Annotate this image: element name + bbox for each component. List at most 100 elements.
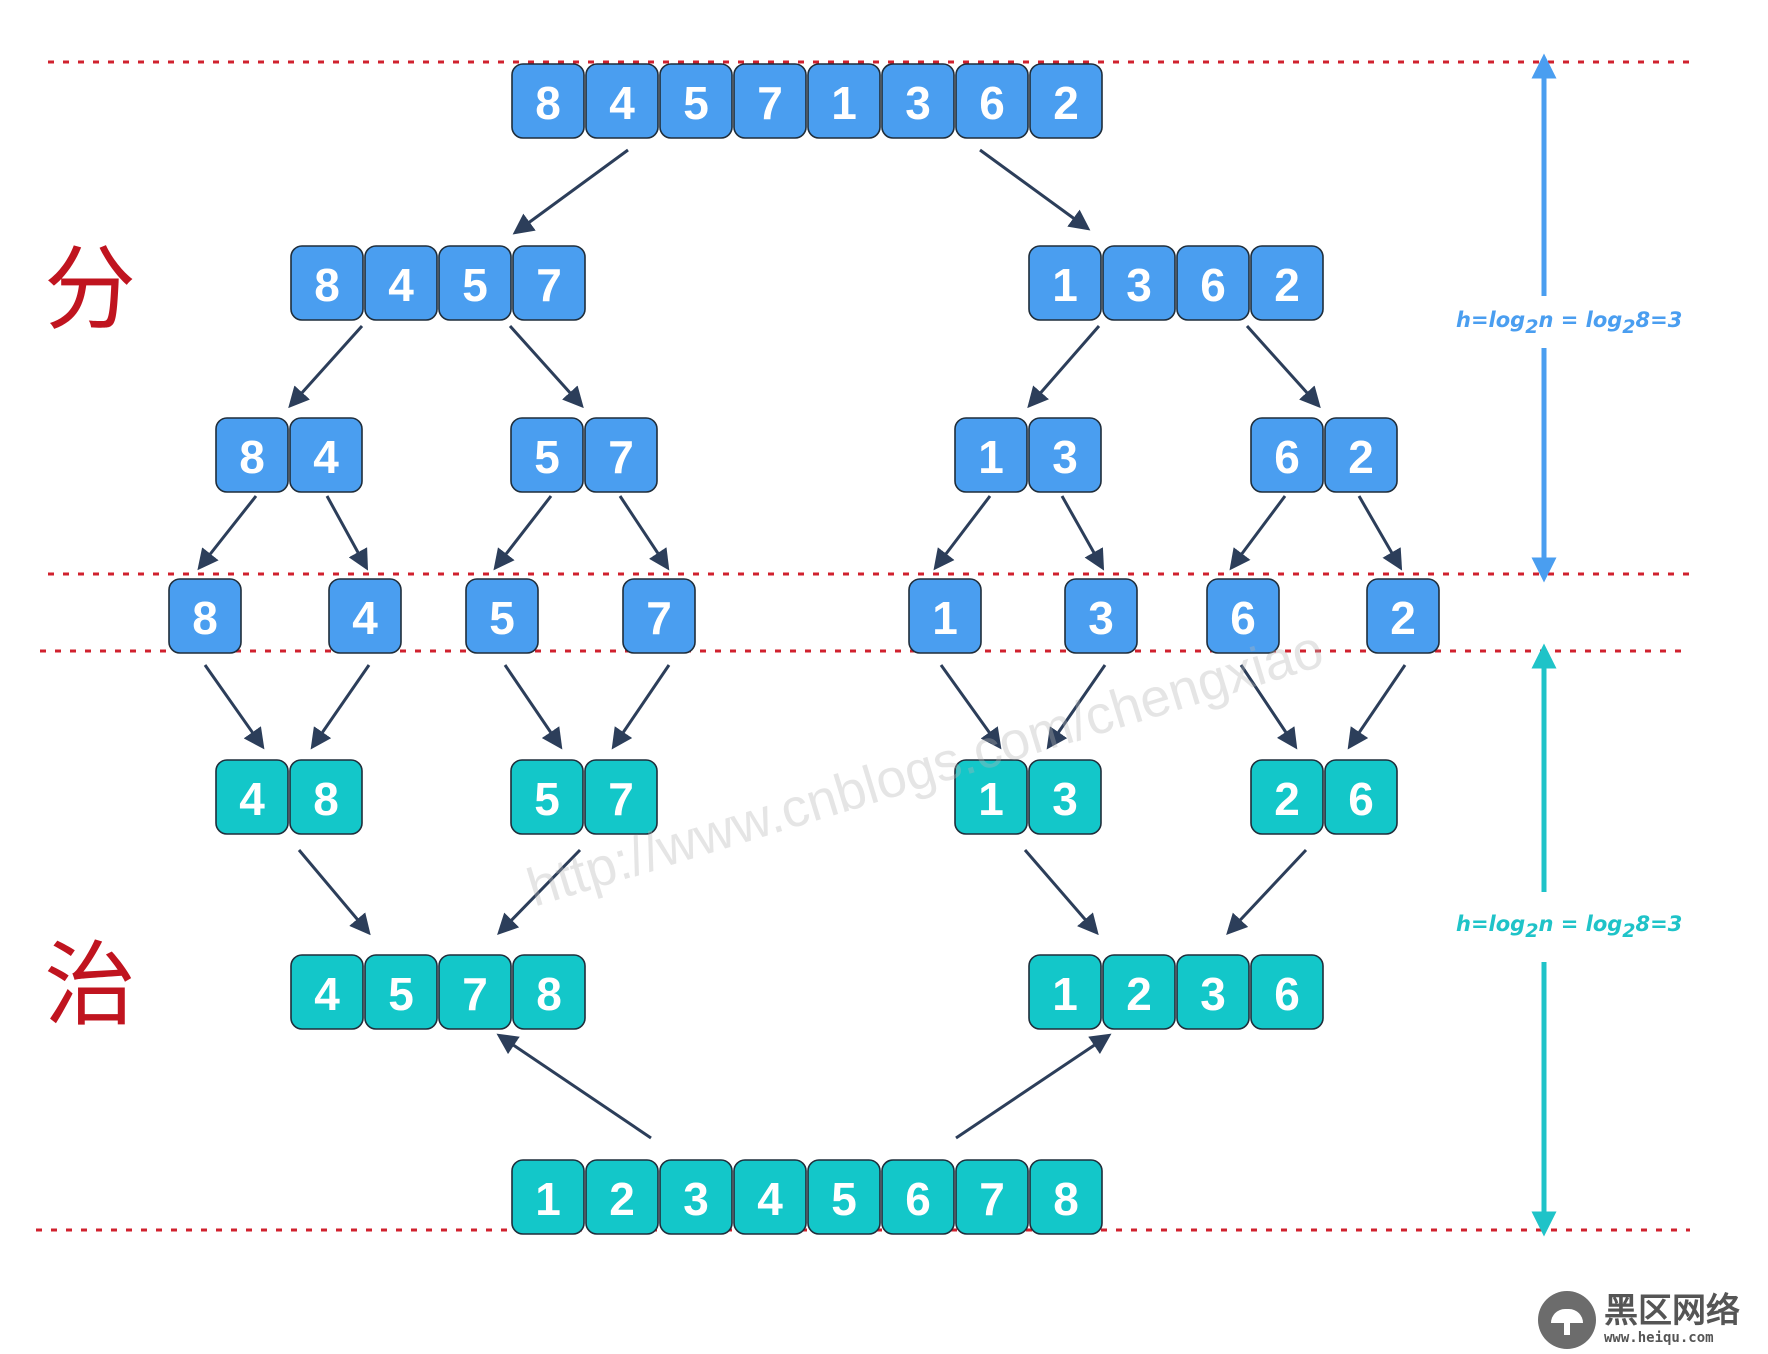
tree-arrow [1239,664,1298,750]
array-group-level4-8: 2 [1366,578,1440,654]
array-cell [733,63,807,139]
split-height-tail: 8=3 [1635,308,1683,332]
conquer-label: 治 [44,932,137,1039]
array-cell [1206,578,1280,654]
array-group-level4-5: 1 [908,578,982,654]
array-cell [168,578,242,654]
merge-height-sub2: 2 [1622,920,1636,942]
level-dividers [36,60,1690,1232]
site-logo: 黑区网络 www.heiqu.com [1538,1290,1740,1350]
array-cell-value: 2 [1053,77,1079,129]
array-cell [289,759,363,835]
array-cell [215,759,289,835]
array-cell [510,759,584,835]
array-cell [955,1159,1029,1235]
split-height-label: h=log2n = log28=3 [1456,308,1682,338]
array-cell [955,63,1029,139]
array-cell [512,245,586,321]
array-cell-value: 5 [831,1173,857,1225]
array-cell [1029,63,1103,139]
array-cell [465,578,539,654]
merge-height-h: h=log [1456,912,1526,936]
array-cell-value: 7 [608,773,634,825]
array-cell-value: 2 [1274,259,1300,311]
array-cell [438,954,512,1030]
mushroom-logo-icon [1538,1291,1596,1349]
array-cell-value: 5 [489,592,515,644]
tree-arrow [203,664,265,750]
divide-label: 分 [44,236,137,343]
array-cell-value: 1 [932,592,958,644]
tree-arrow [611,664,671,750]
array-cell-value: 5 [534,773,560,825]
tree-arrow [325,495,369,571]
array-cell [733,1159,807,1235]
array-cell [954,417,1028,493]
array-cell-value: 3 [1052,773,1078,825]
array-cell [289,417,363,493]
array-cell [511,1159,585,1235]
array-cell-value: 7 [646,592,672,644]
array-cell-value: 3 [905,77,931,129]
array-cell-value: 1 [978,773,1004,825]
array-cell-value: 8 [192,592,218,644]
array-cell [1366,578,1440,654]
array-cell-value: 3 [683,1173,709,1225]
tree-arrow [1347,664,1407,750]
array-cell-value: 5 [462,259,488,311]
tree-arrow [493,495,553,571]
array-cell [584,759,658,835]
array-cell-value: 6 [1348,773,1374,825]
array-group-level4-6: 3 [1064,578,1138,654]
array-cell-value: 8 [535,77,561,129]
array-cell-value: 4 [388,259,414,311]
array-cell-value: 1 [831,77,857,129]
array-cell-value: 2 [1274,773,1300,825]
array-cell [1028,759,1102,835]
tree-arrow [288,324,364,409]
array-cell-value: 8 [1053,1173,1079,1225]
split-height-sub1: 2 [1525,316,1539,338]
tree-arrow [1226,848,1308,936]
tree-arrow [197,495,258,571]
array-cell [1102,245,1176,321]
array-cell [585,1159,659,1235]
logo-name: 黑区网络 [1604,1291,1740,1331]
tree-arrow [933,495,992,571]
array-cell-value: 3 [1200,968,1226,1020]
array-cell [512,954,586,1030]
array-cell [1324,417,1398,493]
array-cell-value: 2 [1126,968,1152,1020]
array-cell-value: 8 [536,968,562,1020]
array-group-level4-3: 5 [465,578,539,654]
array-cell [1250,954,1324,1030]
array-cell-value: 5 [683,77,709,129]
split-height-sub2: 2 [1622,316,1636,338]
array-cell [215,417,289,493]
array-cell [584,417,658,493]
tree-arrows [197,148,1407,1140]
array-group-level4-7: 6 [1206,578,1280,654]
array-cell-value: 7 [462,968,488,1020]
array-group-level4-2: 4 [328,578,402,654]
merge-height-label: h=log2n = log28=3 [1456,912,1682,942]
array-cell [1176,954,1250,1030]
tree-arrow [508,324,584,409]
merge-height-sub1: 2 [1525,920,1539,942]
tree-arrow [512,148,629,235]
array-cell [1250,245,1324,321]
tree-arrow [979,148,1091,231]
array-cell-value: 4 [314,968,340,1020]
array-cell-value: 8 [314,259,340,311]
tree-arrow [503,664,563,750]
array-cell-value: 7 [979,1173,1005,1225]
array-cell-value: 6 [1274,431,1300,483]
